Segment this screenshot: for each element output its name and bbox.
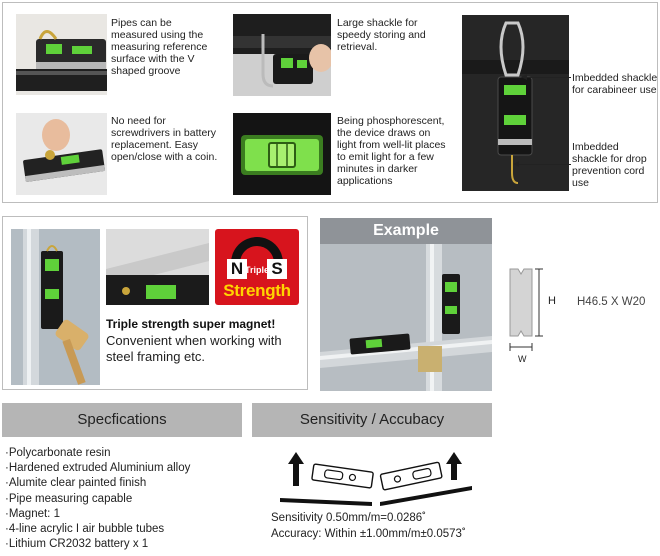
pipes-feature-text: Pipes can be measured using the measurin… (111, 17, 208, 77)
logo-strength: Strength (223, 281, 291, 300)
pipe-mounted-photo (11, 229, 100, 385)
example-title-bar: Example (320, 218, 492, 244)
shackle-photo (233, 14, 331, 96)
spec-item: ·Lithium CR2032 battery x 1 (5, 538, 149, 551)
coin-feature-text: No need for screwdrivers in battery repl… (111, 115, 218, 163)
sensitivity-header: Sensitivity / Accubacy (252, 403, 492, 437)
logo-triple: Triple (245, 265, 270, 275)
magnet-headline: Triple strength super magnet! (106, 317, 276, 331)
pipe-photo (16, 14, 107, 95)
spec-item: ·Pipe measuring capable (5, 492, 133, 505)
horseshoe-magnet-icon (231, 237, 283, 277)
specifications-list: ·Polycarbonate resin ·Hardened extruded … (5, 446, 245, 552)
specifications-header: Specfications (2, 403, 242, 437)
carabineer-callout-line (525, 77, 571, 78)
example-title: Example (373, 222, 439, 239)
sensitivity-line: Sensitivity 0.50mm/m=0.0286˚ (271, 512, 426, 524)
dimensions-text: H46.5 X W20 (577, 296, 646, 308)
spec-item: ·Magnet: 1 (5, 507, 60, 520)
drop-callout-line (517, 164, 571, 165)
glow-feature-text: Being phosphorescent, the device draws o… (337, 115, 446, 187)
magnet-description: Convenient when working with steel frami… (106, 333, 282, 364)
spec-item: ·4-line acrylic I air bubble tubes (5, 523, 165, 536)
dim-h-label: H (548, 295, 556, 307)
features-panel: Pipes can be measured using the measurin… (2, 2, 658, 203)
dimension-diagram (505, 265, 565, 365)
spec-item: ·Alumite clear painted finish (5, 477, 147, 490)
spec-item: ·Hardened extruded Aluminium alloy (5, 462, 191, 475)
tilt-diagram (276, 446, 476, 508)
magnet-panel: N S Triple Strength Triple strength supe… (2, 216, 308, 390)
logo-s: S (267, 259, 287, 279)
coin-photo (16, 113, 107, 195)
shackle-feature-text: Large shackle for speedy storing and ret… (337, 17, 426, 53)
example-panel: Example (320, 218, 492, 391)
triple-strength-logo: N S Triple Strength (215, 229, 299, 305)
example-photo (320, 244, 492, 391)
carabineer-label: Imbedded shackle for carabineer use (572, 72, 658, 96)
drop-label: Imbedded shackle for drop prevention cor… (572, 141, 647, 189)
specifications-title: Specfications (77, 411, 167, 428)
logo-n: N (227, 259, 247, 279)
spec-item: ·Polycarbonate resin (5, 447, 111, 459)
dim-w-label: W (518, 354, 527, 364)
carabineer-callout-arrow-icon (521, 74, 527, 80)
glow-photo (233, 113, 331, 195)
sensitivity-title: Sensitivity / Accubacy (299, 411, 445, 428)
magnet-closeup-photo (106, 229, 209, 305)
accuracy-line: Accuracy: Within ±1.00mm/m±0.0573˚ (271, 528, 466, 540)
drop-callout-arrow-icon (513, 161, 519, 167)
